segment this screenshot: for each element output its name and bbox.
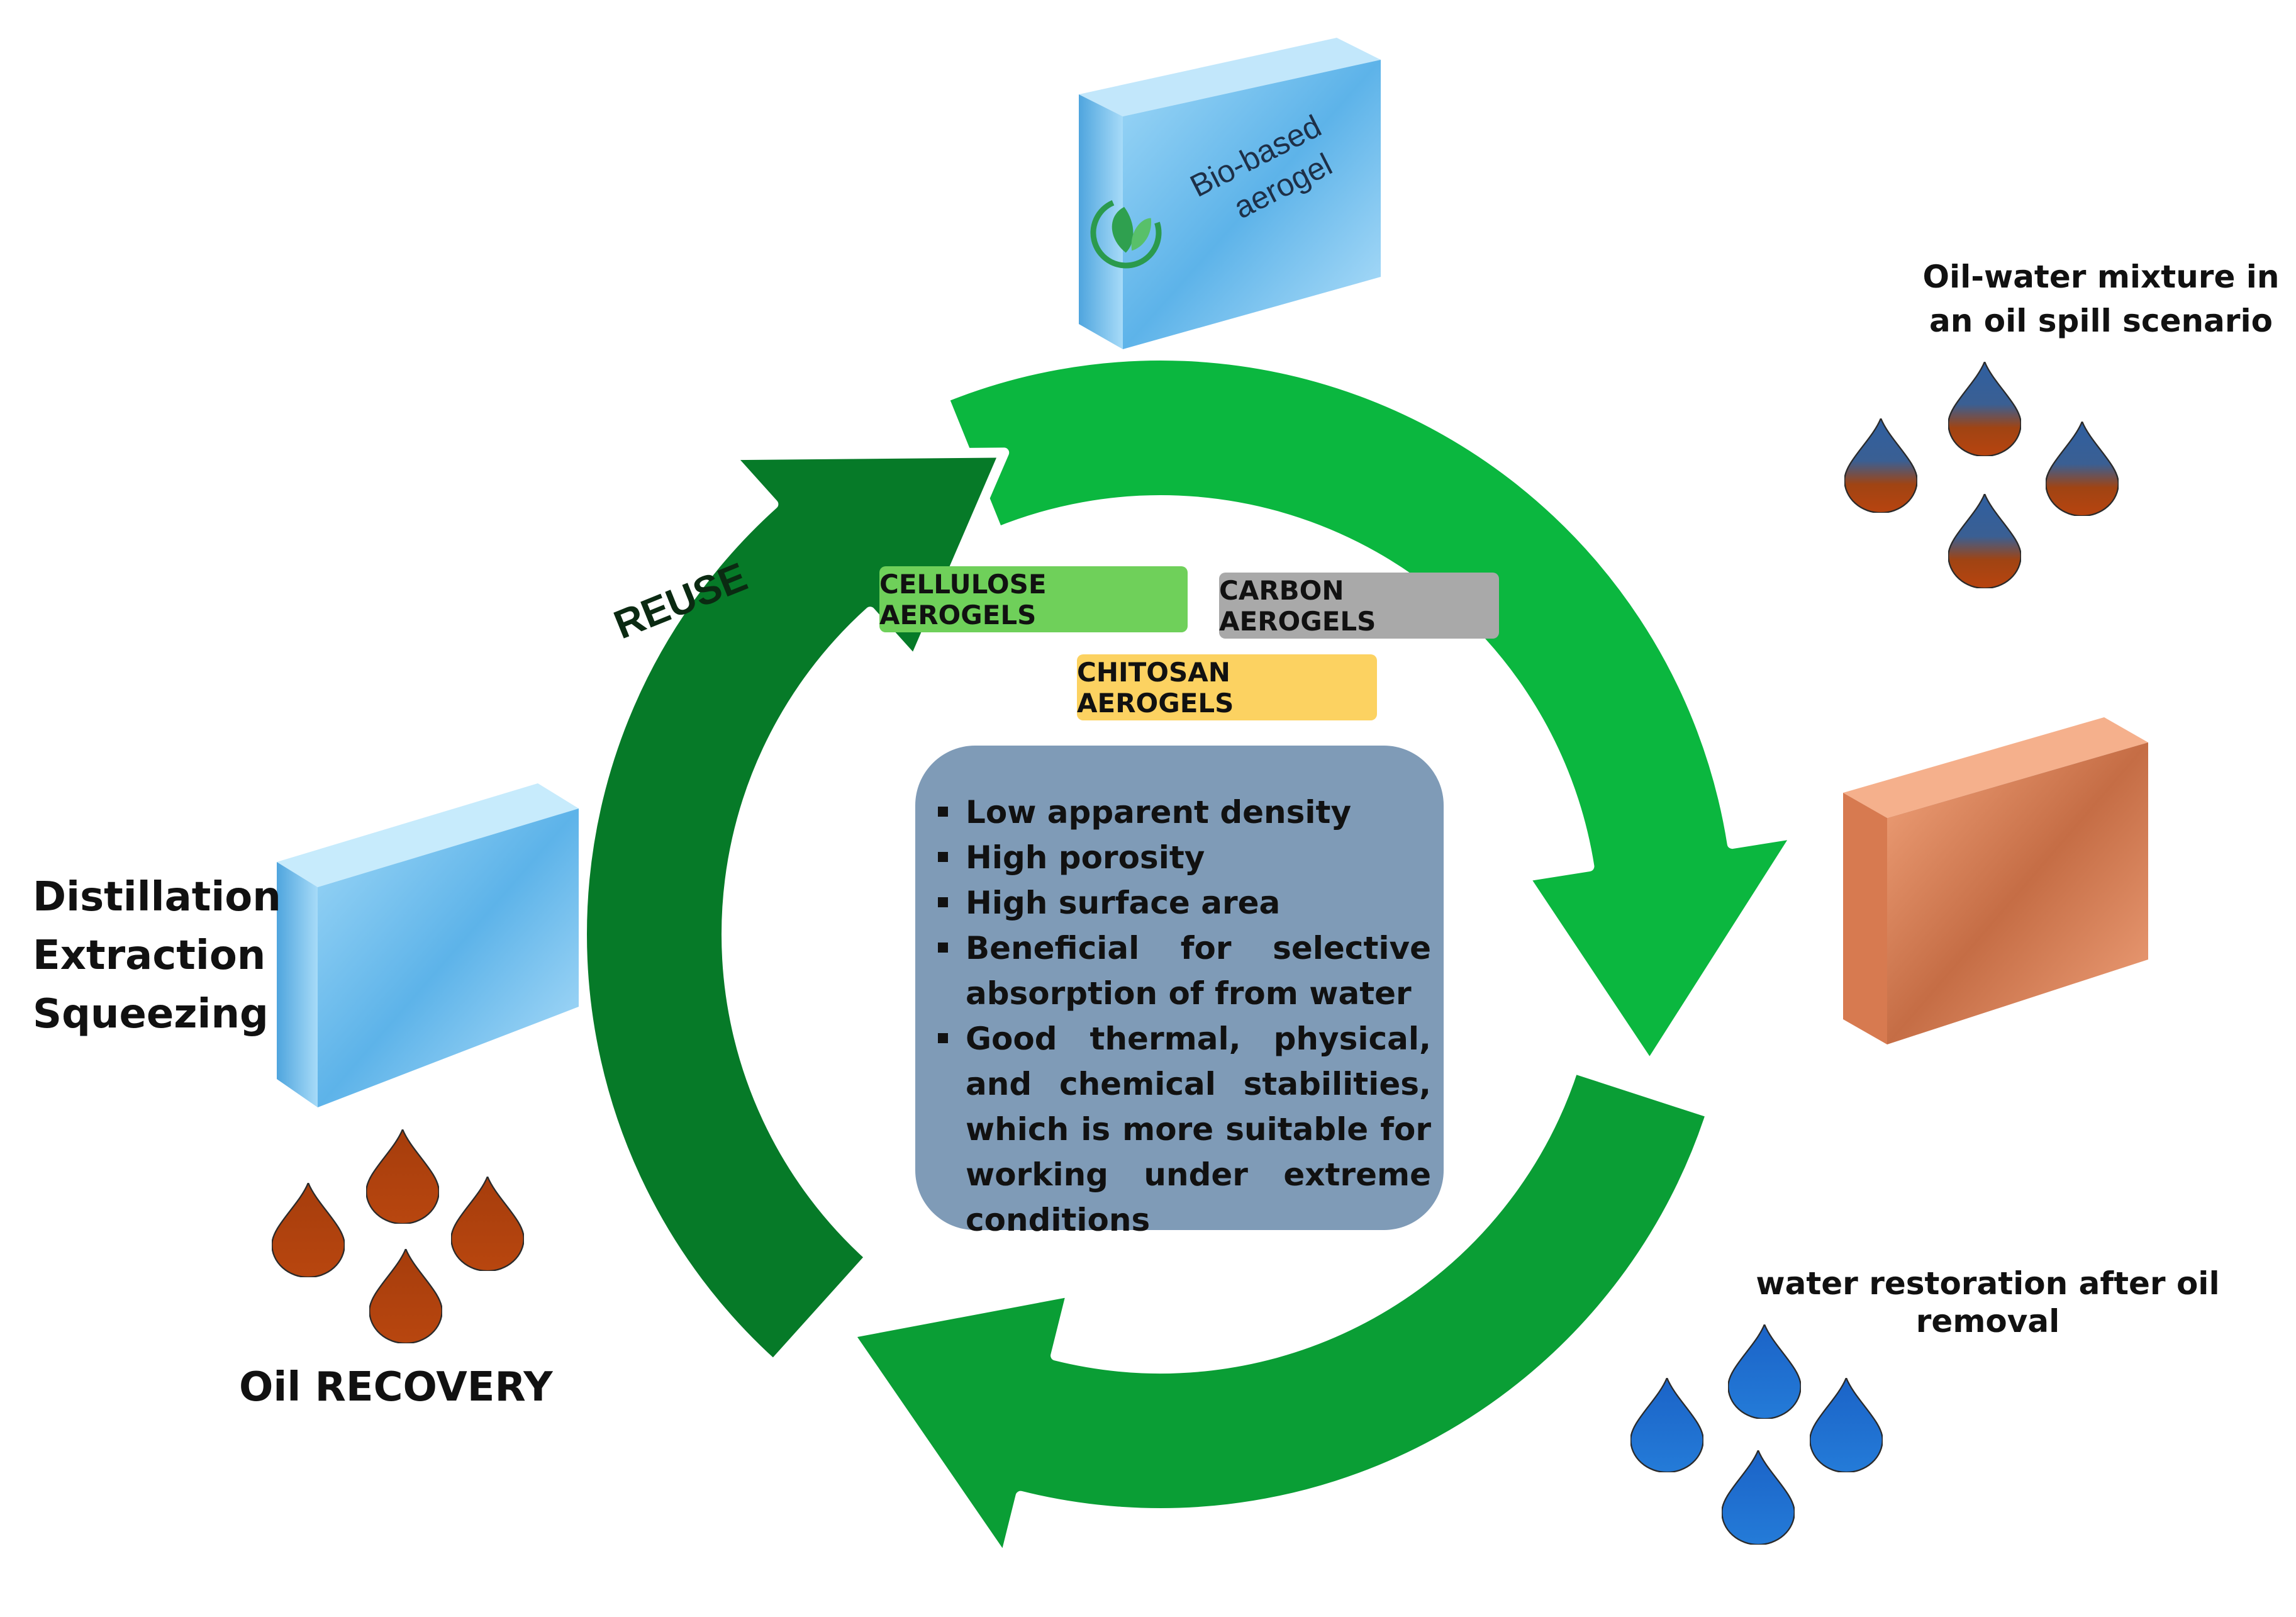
oil-water-droplet-icon: [1948, 362, 2021, 456]
water-droplet-icon: [1630, 1378, 1703, 1472]
oil-water-mixture-label: Oil-water mixture in an oil spill scenar…: [1912, 255, 2290, 343]
regenerated-aerogel-block: [277, 783, 579, 1107]
tag-cellulose-aerogels: CELLULOSE AEROGELS: [879, 566, 1188, 632]
aerogel-properties-box: Low apparent density High porosity High …: [915, 746, 1444, 1238]
water-droplet-group: [1630, 1324, 1883, 1545]
squeezing-text: Squeezing: [33, 991, 269, 1038]
oil-water-droplet-icon: [2046, 422, 2119, 516]
water-droplet-icon: [1722, 1450, 1795, 1545]
oil-water-droplet-icon: [1844, 418, 1917, 513]
oil-droplet-icon: [366, 1129, 439, 1224]
oil-saturated-aerogel-block: [1843, 717, 2148, 1044]
oil-droplet-icon: [369, 1249, 442, 1343]
oil-water-line-2: an oil spill scenario: [1929, 303, 2273, 339]
tag-chitosan-aerogels: CHITOSAN AEROGELS: [1077, 654, 1377, 720]
extraction-text: Extraction: [33, 932, 266, 979]
process-methods-label: Distillation Extraction Squeezing: [33, 868, 281, 1044]
oil-droplet-icon: [451, 1177, 524, 1271]
oil-water-droplet-group: [1844, 362, 2119, 588]
properties-list: Low apparent density High porosity High …: [938, 790, 1431, 1243]
property-item: High surface area: [938, 880, 1431, 926]
tag-carbon-aerogels: CARBON AEROGELS: [1219, 573, 1499, 639]
arrow-to-recovery: [844, 1063, 1716, 1565]
property-item: Beneficial for selective absorption of f…: [938, 926, 1431, 1016]
property-item: High porosity: [938, 835, 1431, 880]
arrow-reuse: [577, 447, 1010, 1370]
oil-droplet-icon: [272, 1183, 345, 1277]
distillation-text: Distillation: [33, 874, 281, 920]
oil-water-droplet-icon: [1948, 494, 2021, 588]
oil-recovery-label: Oil RECOVERY: [239, 1364, 553, 1411]
property-item: Good thermal, physical, and chemical sta…: [938, 1016, 1431, 1243]
property-item: Low apparent density: [938, 790, 1431, 835]
oil-water-line-1: Oil-water mixture in: [1922, 259, 2280, 295]
leaf-recycle-icon: [1090, 197, 1162, 269]
arrow-to-oil-spill: [939, 350, 1803, 1071]
water-restoration-label: water restoration after oil removal: [1756, 1265, 2220, 1340]
water-droplet-icon: [1810, 1378, 1883, 1472]
bio-based-aerogel-block: Bio-based aerogel: [1079, 38, 1381, 349]
oil-droplet-group: [272, 1129, 524, 1343]
